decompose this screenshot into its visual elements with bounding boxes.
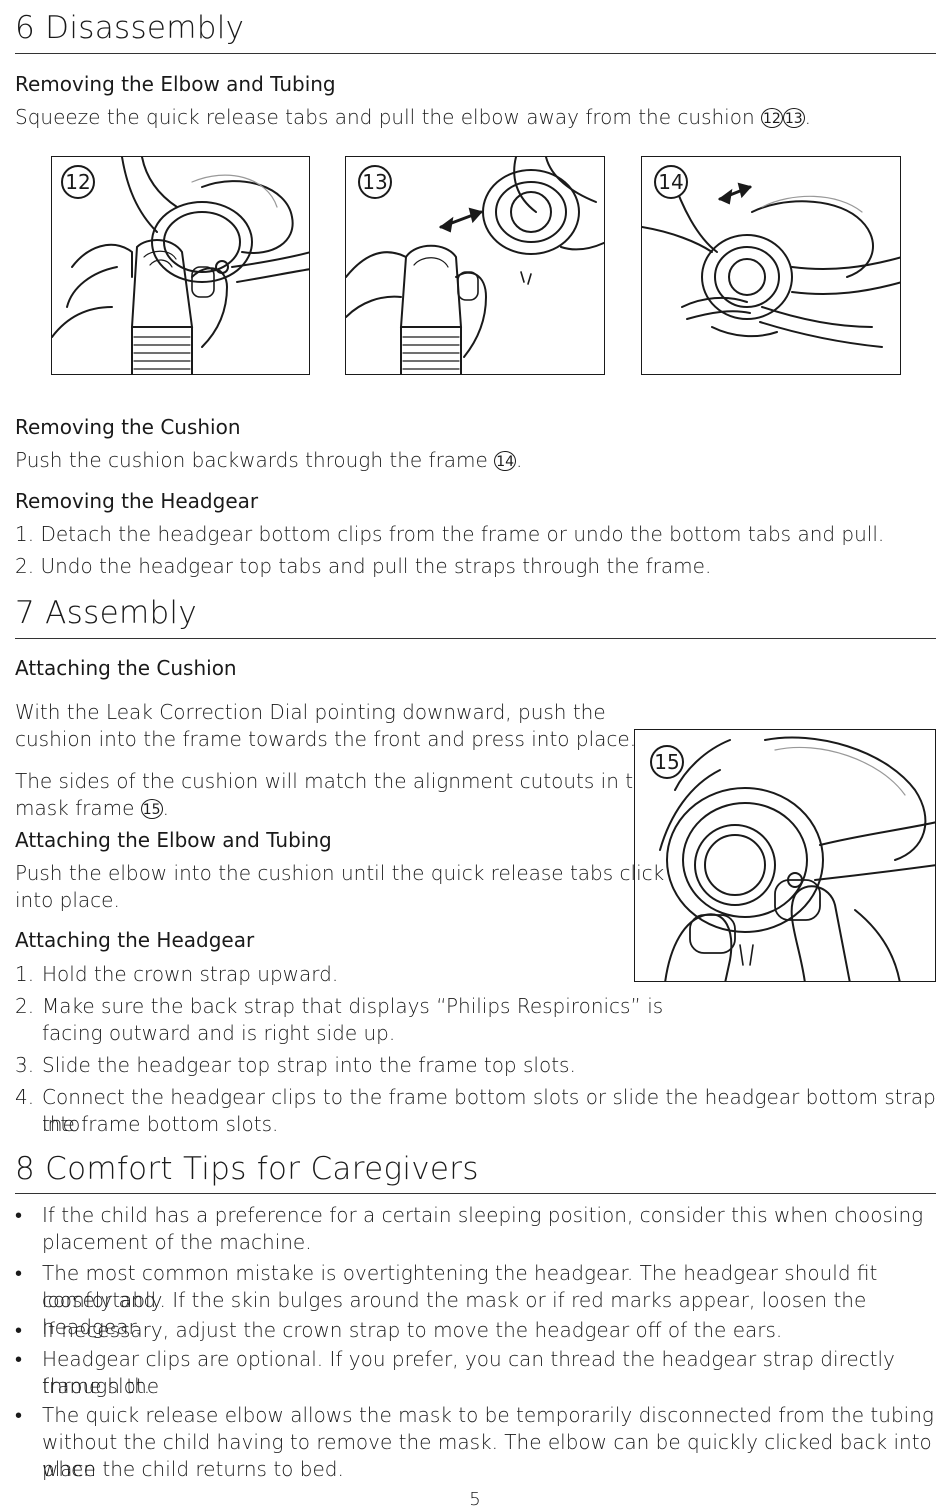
elbow-attach-line-1: Push the elbow into the cushion until th… (15, 861, 665, 885)
cushion-align-line-1: The sides of the cushion will match the … (15, 769, 659, 793)
headgear-removal-heading: Removing the Headgear (15, 489, 259, 513)
elbow-attach-line-2: into place. (15, 888, 120, 912)
cushion-attach-heading: Attaching the Cushion (15, 656, 237, 680)
figure-13-badge: 13 (358, 165, 392, 199)
section-7-title: 7 Assembly (15, 595, 197, 631)
comfort-tip-1: • If the child has a preference for a ce… (15, 1203, 924, 1254)
figure-15-badge: 15 (650, 745, 684, 779)
section-8-title: 8 Comfort Tips for Caregivers (15, 1151, 479, 1187)
headgear-attach-heading: Attaching the Headgear (15, 928, 255, 952)
section-6-rule (15, 53, 936, 54)
figure-15-illustration: 15 (634, 729, 936, 982)
figure-ref-12: 12 (761, 108, 783, 128)
section-6-title: 6 Disassembly (15, 10, 245, 46)
cushion-attach-line-1: With the Leak Correction Dial pointing d… (15, 700, 606, 724)
cushion-attach-line-2: cushion into the frame towards the front… (15, 727, 637, 751)
comfort-tip-5: • The quick release elbow allows the mas… (15, 1403, 934, 1481)
figure-ref-13: 13 (782, 108, 805, 128)
figure-14-illustration: 14 (641, 156, 901, 375)
figure-ref-14: 14 (494, 451, 517, 471)
section-7-rule (15, 638, 936, 639)
page-number: 5 (469, 1489, 481, 1510)
headgear-attach-step-2: 2. Make sure the back strap that display… (15, 994, 664, 1045)
figure-13-illustration: 13 (345, 156, 605, 375)
figure-12-badge: 12 (61, 165, 95, 199)
headgear-removal-step-1: 1. Detach the headgear bottom clips from… (15, 522, 885, 546)
cushion-align-line-2: mask frame 15. (15, 796, 169, 820)
section-8-rule (15, 1193, 936, 1194)
comfort-tip-2: • The most common mistake is overtighten… (15, 1261, 878, 1339)
headgear-removal-step-2: 2. Undo the headgear top tabs and pull t… (15, 554, 712, 578)
elbow-removal-text: Squeeze the quick release tabs and pull … (15, 105, 812, 129)
figure-12-illustration: 12 (51, 156, 310, 375)
elbow-attach-heading: Attaching the Elbow and Tubing (15, 828, 332, 852)
figure-ref-15: 15 (140, 799, 163, 819)
headgear-attach-step-4: 4. Connect the headgear clips to the fra… (15, 1085, 936, 1136)
comfort-tip-4: • Headgear clips are optional. If you pr… (15, 1347, 895, 1398)
figure-14-badge: 14 (654, 165, 688, 199)
cushion-removal-text: Push the cushion backwards through the f… (15, 448, 523, 472)
cushion-removal-heading: Removing the Cushion (15, 415, 241, 439)
elbow-removal-heading: Removing the Elbow and Tubing (15, 72, 336, 96)
